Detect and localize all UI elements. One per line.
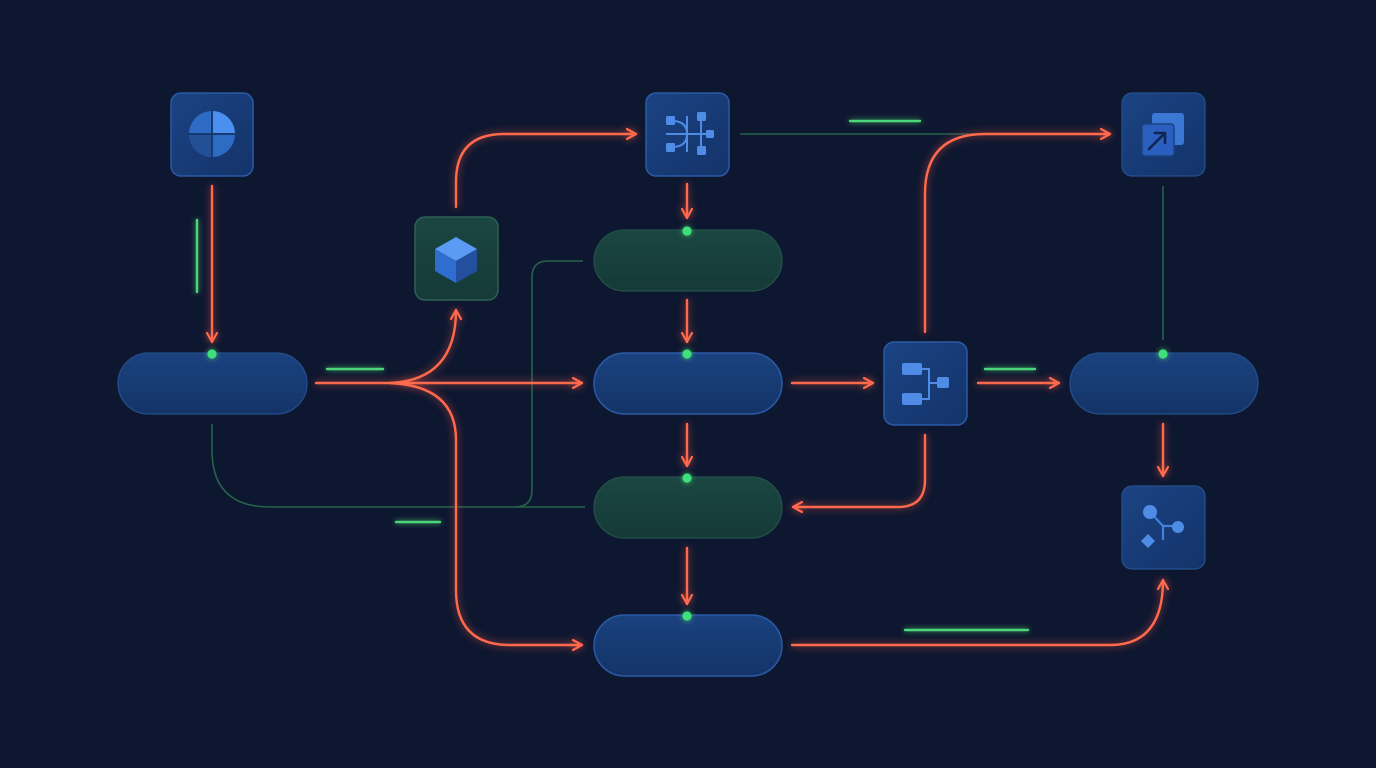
pill-left [117,352,308,415]
arrow-left-pill-to-cube [388,308,456,385]
hierarchy-icon [902,363,949,405]
pie-chart-icon [189,111,235,157]
tile-mid-right [883,341,968,426]
network-tree-icon [666,112,714,155]
arrow-left-pill-to-center-bottom [388,381,584,645]
branch-nodes-icon [1141,505,1184,548]
arrow-hierarchy-to-top-right [923,134,1112,334]
pill-center-mid [593,352,783,415]
flow-arrows [212,134,1163,645]
cube-icon [435,237,477,283]
port-dot [1158,349,1168,359]
port-dot [682,226,692,236]
arrow-hierarchy-to-center-low [791,433,927,507]
arrow-cube-to-network-tile [454,134,638,209]
port-dot [682,611,692,621]
external-link-icon [1141,113,1184,157]
port-dots [207,226,1168,621]
port-dot [682,473,692,483]
highlight-dashes [195,119,1037,632]
pill-center-low [593,476,783,539]
pill-right [1069,352,1259,415]
secondary-connectors [211,133,1164,508]
pill-center-bottom [593,614,783,677]
pill-center-top [593,229,783,292]
connector-center-top-to-center-low [514,260,583,508]
port-dot [207,349,217,359]
port-dot [682,349,692,359]
connector-left-pill-to-center-low [211,424,585,508]
arrow-bottom-pill-to-branch [790,578,1163,647]
process-nodes [117,229,1259,677]
